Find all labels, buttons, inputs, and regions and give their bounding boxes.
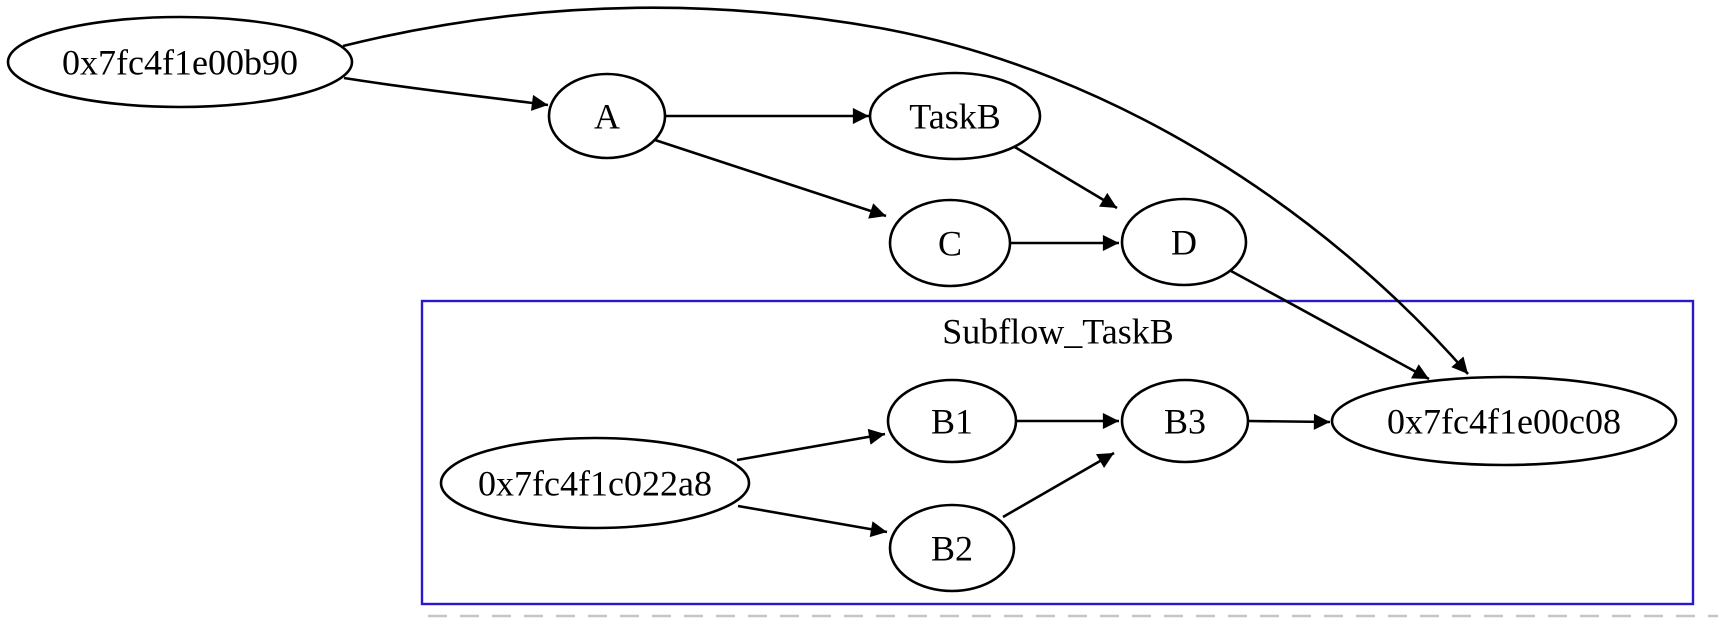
node-A-ellipse: [547, 72, 667, 160]
edge-B3-flowend: [1248, 413, 1331, 430]
cluster-subflow-label: Subflow_TaskB: [942, 312, 1174, 352]
node-B3: B3: [1120, 378, 1250, 464]
edge-substart-B2: [737, 504, 888, 538]
edge-TaskB-D: [1012, 144, 1118, 210]
node-B3-label: B3: [1164, 402, 1206, 442]
edge-flowstart-A: [343, 76, 549, 111]
node-flow-start-ellipse: [6, 15, 354, 109]
node-A: A: [547, 72, 667, 160]
node-B2-ellipse: [888, 503, 1016, 593]
edge-A-C: [654, 138, 887, 219]
node-TaskB-ellipse: [868, 71, 1042, 161]
edge-D-flowend: [1230, 269, 1430, 381]
node-flow-end: 0x7fc4f1e00c08: [1330, 375, 1678, 467]
edge-flowstart-flowend: [342, 6, 1469, 375]
node-D-label: D: [1171, 223, 1197, 263]
node-A-label: A: [594, 97, 620, 137]
node-B1-ellipse: [886, 378, 1018, 464]
node-D-ellipse: [1120, 197, 1248, 287]
node-B2: B2: [888, 503, 1016, 593]
node-B2-label: B2: [931, 529, 973, 569]
node-B1: B1: [886, 378, 1018, 464]
node-C-label: C: [938, 224, 962, 264]
edge-B2-B3: [1002, 451, 1115, 519]
node-subflow-start-ellipse: [439, 436, 751, 530]
edge-substart-B1: [736, 428, 886, 462]
node-flow-end-label: 0x7fc4f1e00c08: [1387, 402, 1621, 442]
node-B1-label: B1: [931, 402, 973, 442]
node-flow-start-label: 0x7fc4f1e00b90: [62, 43, 298, 83]
node-subflow-start: 0x7fc4f1c022a8: [439, 436, 751, 530]
node-subflow-start-label: 0x7fc4f1c022a8: [478, 464, 712, 504]
node-flow-start: 0x7fc4f1e00b90: [6, 15, 354, 109]
cluster-subflow-box: [420, 299, 1695, 606]
node-TaskB: TaskB: [868, 71, 1042, 161]
node-C-ellipse: [888, 198, 1012, 288]
node-flow-end-ellipse: [1330, 375, 1678, 467]
node-B3-ellipse: [1120, 378, 1250, 464]
node-TaskB-label: TaskB: [909, 97, 1000, 137]
node-C: C: [888, 198, 1012, 288]
node-D: D: [1120, 197, 1248, 287]
